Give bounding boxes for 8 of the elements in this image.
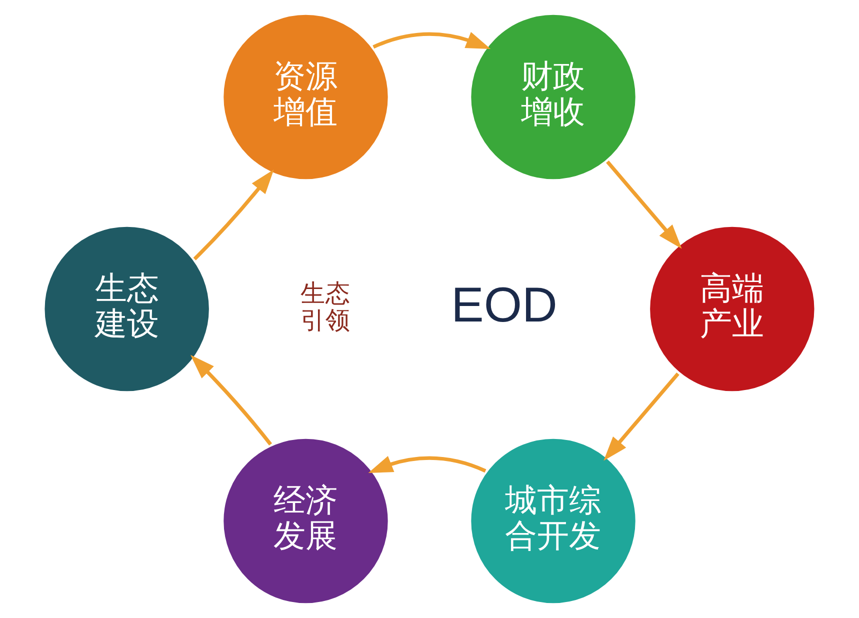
arrow	[190, 354, 272, 446]
arrow	[372, 32, 491, 49]
arrow	[606, 160, 682, 249]
arrow	[193, 170, 274, 260]
arrow	[604, 372, 680, 461]
arrow	[368, 456, 486, 473]
label: 生态引领	[300, 278, 350, 335]
label: EOD	[451, 278, 558, 332]
